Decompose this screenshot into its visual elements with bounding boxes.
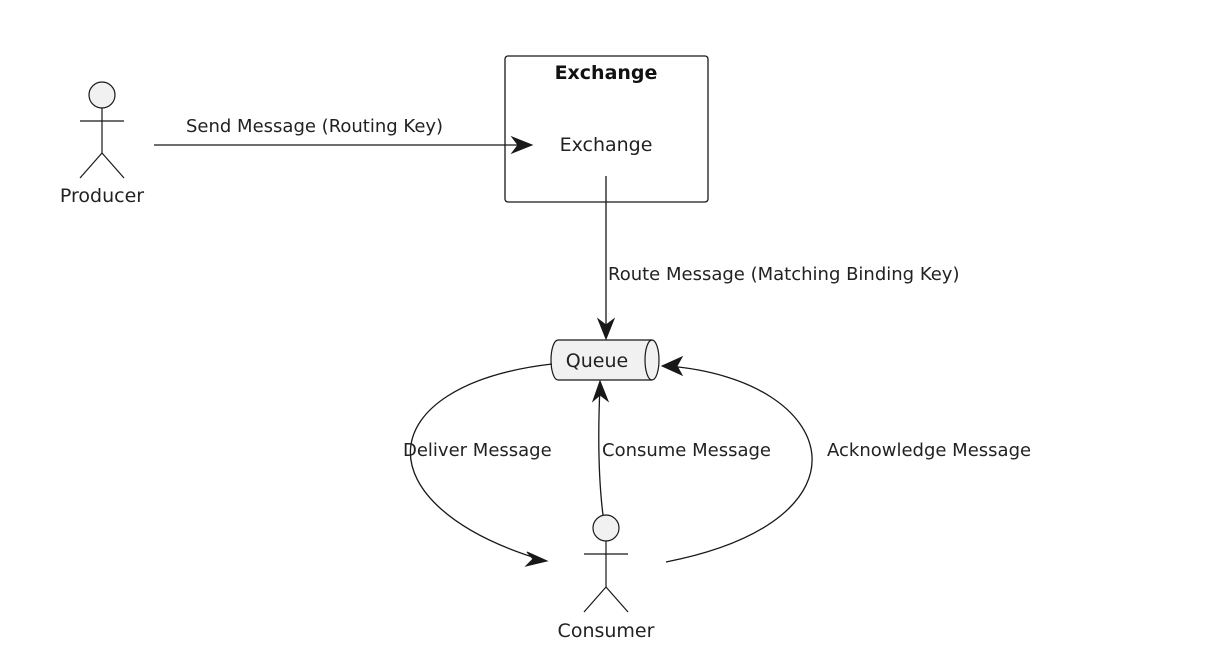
- producer-actor[interactable]: Producer: [60, 81, 144, 207]
- exchange-group-title: Exchange: [555, 62, 658, 84]
- edge-consume-arrowhead: [591, 379, 610, 403]
- queue-node[interactable]: Queue: [550, 339, 660, 381]
- edge-route-message[interactable]: Route Message (Matching Binding Key): [596, 176, 959, 341]
- consumer-label: Consumer: [558, 620, 655, 642]
- edge-deliver-message[interactable]: Deliver Message: [403, 363, 553, 567]
- edge-route-arrowhead: [596, 317, 616, 341]
- exchange-node-label: Exchange: [560, 134, 653, 156]
- edge-deliver-label: Deliver Message: [403, 440, 552, 461]
- producer-leg-left: [79, 152, 103, 179]
- producer-head: [88, 81, 116, 109]
- edge-deliver-curve: [409, 363, 553, 561]
- edge-send-label: Send Message (Routing Key): [186, 116, 443, 137]
- edge-send-message[interactable]: Send Message (Routing Key): [154, 116, 534, 155]
- queue-end-cap: [644, 339, 653, 381]
- edge-route-label: Route Message (Matching Binding Key): [608, 264, 959, 285]
- edge-acknowledge-curve: [665, 365, 813, 563]
- edge-acknowledge-message[interactable]: Acknowledge Message: [660, 355, 1031, 563]
- queue-label: Queue: [566, 350, 628, 372]
- edge-acknowledge-arrowhead: [660, 355, 684, 377]
- edge-deliver-arrowhead: [524, 551, 549, 567]
- edge-consume-curve: [598, 385, 604, 516]
- consumer-leg-right: [605, 586, 629, 613]
- edge-send-arrowhead: [510, 135, 534, 155]
- edge-consume-label: Consume Message: [602, 440, 771, 461]
- producer-label: Producer: [60, 185, 144, 207]
- edge-consume-message[interactable]: Consume Message: [591, 379, 771, 516]
- consumer-head: [592, 514, 620, 542]
- consumer-actor[interactable]: Consumer: [558, 514, 655, 642]
- exchange-group[interactable]: Exchange Exchange: [504, 55, 709, 203]
- edge-acknowledge-label: Acknowledge Message: [827, 440, 1031, 461]
- producer-leg-right: [101, 152, 125, 179]
- consumer-leg-left: [583, 586, 607, 613]
